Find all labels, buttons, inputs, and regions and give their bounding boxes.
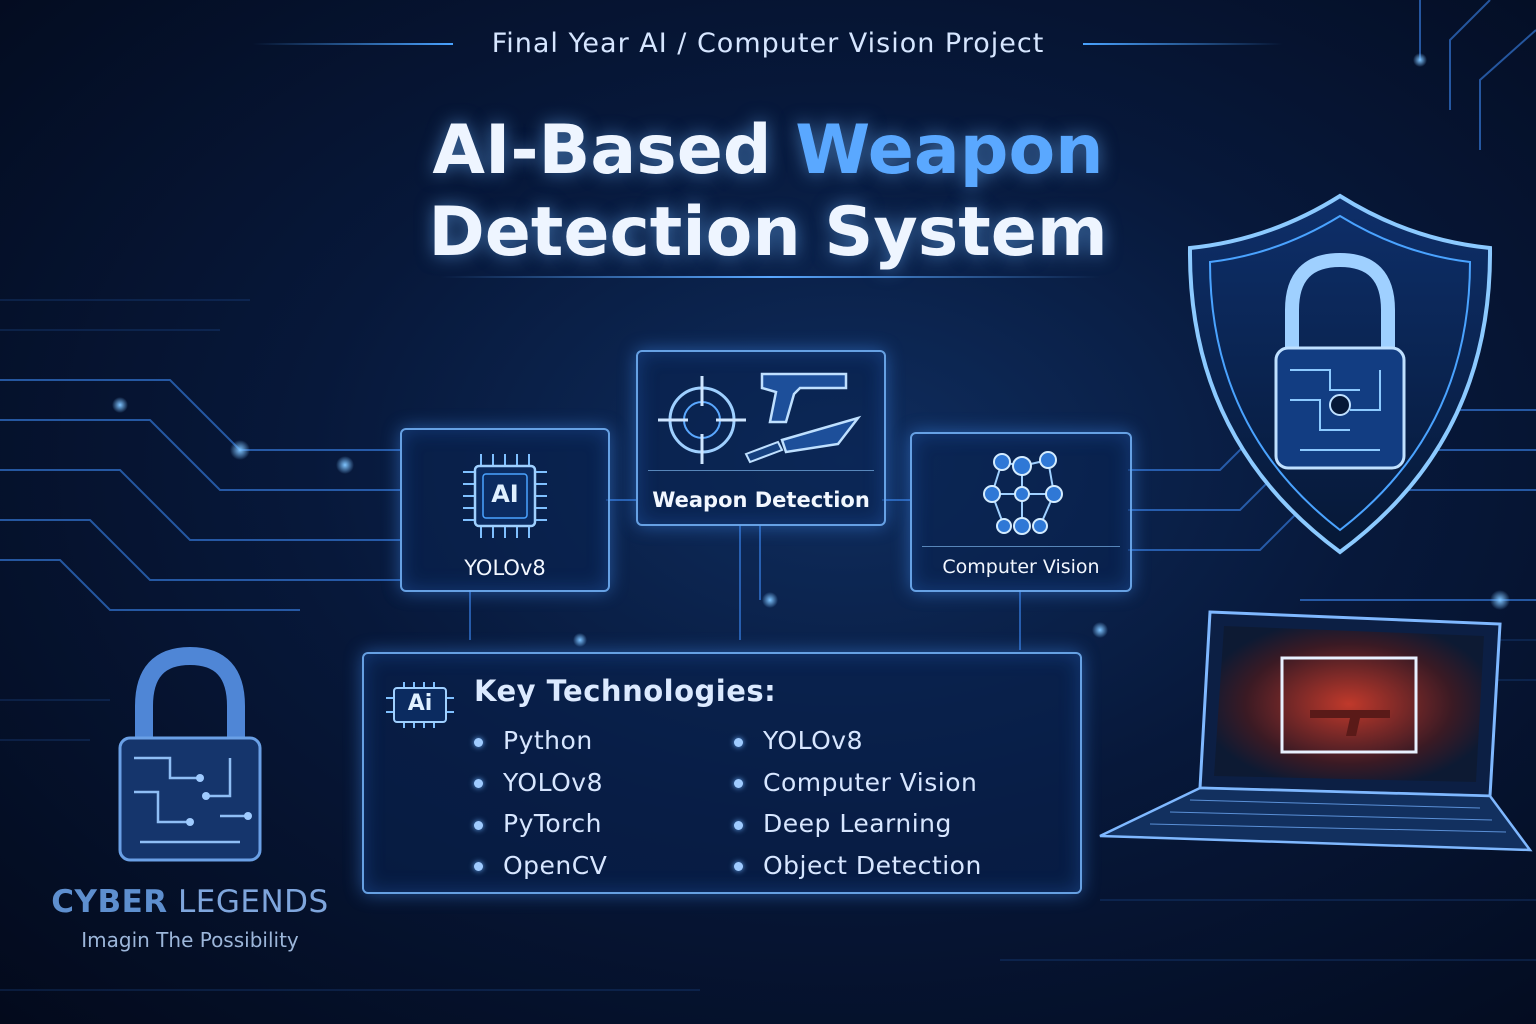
- bullet-icon: [734, 737, 743, 747]
- key-technologies-title: Key Technologies:: [474, 674, 777, 708]
- list-item: OpenCV: [474, 845, 607, 887]
- chip-icon: [463, 454, 547, 538]
- bullet-icon: [734, 779, 743, 788]
- divider-left: [252, 42, 453, 45]
- yolo-card: AI YOLOv8: [400, 428, 610, 592]
- computer-vision-card: Computer Vision: [910, 432, 1132, 592]
- computer-vision-label: Computer Vision: [942, 556, 1100, 578]
- bullet-icon: [734, 820, 743, 830]
- key-technologies-card: [362, 652, 1082, 894]
- weapon-card-divider: [648, 470, 874, 471]
- divider-right: [1083, 42, 1284, 45]
- weapon-detection-label: Weapon Detection: [652, 488, 870, 512]
- tech-item-text: Computer Vision: [763, 767, 978, 797]
- ai-badge-icon: Ai: [384, 680, 456, 730]
- bullet-icon: [474, 862, 483, 871]
- tech-list-right: YOLOv8 Computer Vision Deep Learning Obj…: [734, 720, 982, 886]
- ai-badge-text: Ai: [407, 691, 433, 716]
- crosshair-icon: [658, 376, 746, 464]
- shield-lock-icon: [1187, 193, 1493, 555]
- brand-name-light: LEGENDS: [167, 884, 329, 920]
- network-icon: [983, 451, 1063, 535]
- brand-name: CYBER LEGENDS: [0, 884, 380, 920]
- title-line1-text: AI-Based: [432, 111, 796, 190]
- bullet-icon: [734, 862, 743, 871]
- title-underline: [440, 276, 1100, 278]
- tech-item-text: YOLOv8: [503, 767, 603, 797]
- list-item: Object Detection: [734, 845, 982, 887]
- brand-tagline: Imagin The Possibility: [81, 928, 299, 952]
- page-title: AI-Based Weapon Detection System: [0, 110, 1536, 274]
- yolo-label: YOLOv8: [464, 556, 546, 580]
- tech-item-text: YOLOv8: [763, 726, 863, 755]
- laptop-icon: [1099, 610, 1533, 852]
- vision-card-divider: [922, 546, 1120, 547]
- weapon-detection-card: Weapon Detection: [636, 350, 886, 526]
- brand-name-bold: CYBER: [51, 884, 168, 920]
- title-line2: Detection System: [428, 193, 1108, 272]
- tech-list-left: Python YOLOv8 PyTorch OpenCV: [474, 720, 607, 886]
- tech-item-text: Python: [503, 726, 593, 755]
- padlock-icon: [118, 646, 262, 862]
- list-item: PyTorch: [474, 803, 607, 845]
- list-item: YOLOv8: [734, 720, 982, 762]
- tech-item-text: Object Detection: [763, 850, 982, 880]
- tech-item-text: Deep Learning: [763, 809, 952, 838]
- project-subtitle: Final Year AI / Computer Vision Project: [0, 28, 1536, 59]
- title-accent: Weapon: [795, 111, 1104, 190]
- tech-item-text: PyTorch: [503, 809, 603, 838]
- bullet-icon: [474, 779, 483, 788]
- list-item: YOLOv8: [474, 762, 607, 804]
- knife-icon: [744, 415, 862, 464]
- list-item: Deep Learning: [734, 803, 982, 845]
- subtitle-text: Final Year AI / Computer Vision Project: [491, 28, 1045, 59]
- chip-label: AI: [491, 480, 519, 508]
- list-item: Python: [474, 720, 607, 762]
- bullet-icon: [474, 820, 483, 830]
- bullet-icon: [474, 737, 483, 747]
- list-item: Computer Vision: [734, 762, 982, 804]
- pistol-icon: [760, 372, 848, 424]
- tech-item-text: OpenCV: [503, 850, 608, 880]
- ai-badge-frame: [386, 682, 454, 728]
